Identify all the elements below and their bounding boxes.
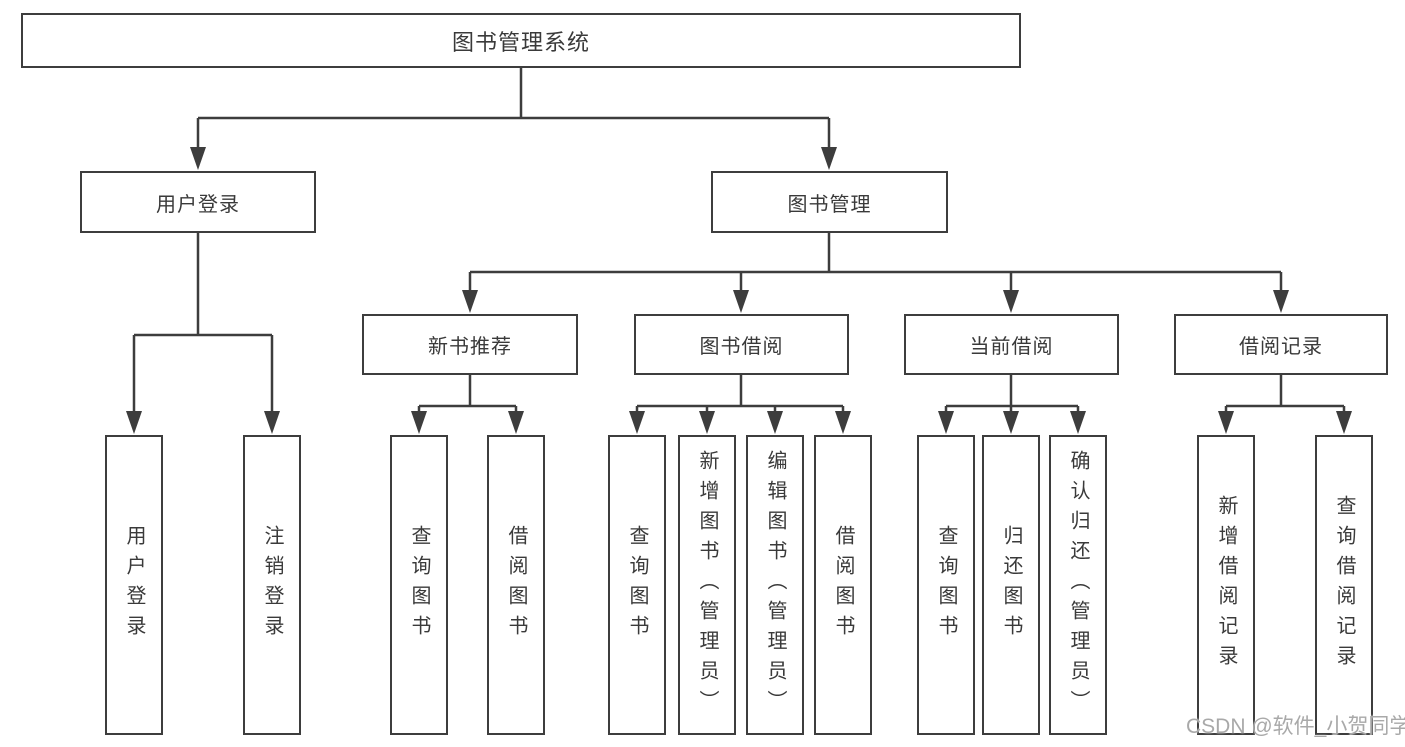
node-leaf-borrow-book-1-label: 借阅图书	[505, 525, 527, 645]
node-new-book-rec: 新书推荐	[362, 314, 578, 375]
node-book-borrow-label: 图书借阅	[699, 336, 784, 358]
arrowhead	[264, 411, 280, 434]
node-borrow-record: 借阅记录	[1174, 314, 1388, 375]
arrowhead	[126, 411, 142, 434]
node-new-book-rec-label: 新书推荐	[428, 336, 512, 358]
node-leaf-edit-book-label: 编辑图书（管理员）	[764, 450, 786, 720]
arrowhead	[1273, 290, 1289, 313]
arrowhead	[1003, 411, 1019, 434]
node-leaf-add-book-label: 新增图书（管理员）	[696, 450, 718, 720]
arrowhead	[190, 147, 206, 170]
connector-user-login	[132, 233, 274, 424]
node-leaf-borrow-book-2-label: 借阅图书	[832, 525, 854, 645]
arrowhead	[1336, 411, 1352, 434]
arrowhead	[629, 411, 645, 434]
node-user-login-label: 用户登录	[156, 193, 240, 216]
node-leaf-logout-label: 注销登录	[261, 525, 283, 645]
connector-new-book-rec	[417, 375, 518, 424]
connector-root	[196, 68, 831, 160]
arrowhead	[733, 290, 749, 313]
node-leaf-user-login: 用户登录	[105, 435, 163, 735]
node-user-login: 用户登录	[80, 171, 316, 233]
arrowhead	[699, 411, 715, 434]
connector-current-borrow	[944, 375, 1080, 424]
node-leaf-confirm-return: 确认归还（管理员）	[1049, 435, 1107, 735]
node-leaf-query-book-1-label: 查询图书	[408, 525, 430, 645]
connector-book-mgmt	[468, 233, 1283, 303]
arrowhead	[1003, 290, 1019, 313]
node-book-mgmt: 图书管理	[711, 171, 948, 233]
connector-book-borrow	[635, 375, 845, 424]
node-leaf-query-book-2-label: 查询图书	[626, 525, 648, 645]
arrowhead	[411, 411, 427, 434]
node-leaf-logout: 注销登录	[243, 435, 301, 735]
arrowhead	[1070, 411, 1086, 434]
node-leaf-add-book: 新增图书（管理员）	[678, 435, 736, 735]
node-leaf-add-record: 新增借阅记录	[1197, 435, 1255, 735]
arrowhead	[835, 411, 851, 434]
arrowhead	[462, 290, 478, 313]
node-book-borrow: 图书借阅	[634, 314, 849, 375]
node-leaf-borrow-book-1: 借阅图书	[487, 435, 545, 735]
node-leaf-return-book: 归还图书	[982, 435, 1040, 735]
csdn-watermark: CSDN @软件_小贺同学	[1186, 715, 1405, 738]
node-leaf-borrow-book-2: 借阅图书	[814, 435, 872, 735]
node-leaf-query-book-3: 查询图书	[917, 435, 975, 735]
node-leaf-query-record: 查询借阅记录	[1315, 435, 1373, 735]
node-leaf-query-record-label: 查询借阅记录	[1333, 495, 1355, 675]
node-leaf-user-login-label: 用户登录	[123, 525, 145, 645]
arrowhead	[821, 147, 837, 170]
arrowhead	[938, 411, 954, 434]
node-leaf-confirm-return-label: 确认归还（管理员）	[1067, 450, 1089, 720]
arrowhead	[1218, 411, 1234, 434]
arrowhead	[767, 411, 783, 434]
node-root-label: 图书管理系统	[451, 29, 590, 55]
node-leaf-edit-book: 编辑图书（管理员）	[746, 435, 804, 735]
node-root: 图书管理系统	[21, 13, 1021, 68]
node-current-borrow: 当前借阅	[904, 314, 1119, 375]
arrowhead	[508, 411, 524, 434]
node-book-mgmt-label: 图书管理	[787, 193, 872, 216]
node-leaf-add-record-label: 新增借阅记录	[1215, 495, 1237, 675]
node-leaf-return-book-label: 归还图书	[1000, 525, 1022, 645]
connector-borrow-record	[1224, 375, 1346, 424]
node-leaf-query-book-1: 查询图书	[390, 435, 448, 735]
node-current-borrow-label: 当前借阅	[969, 336, 1054, 358]
node-leaf-query-book-2: 查询图书	[608, 435, 666, 735]
node-borrow-record-label: 借阅记录	[1239, 336, 1323, 358]
node-leaf-query-book-3-label: 查询图书	[935, 525, 957, 645]
